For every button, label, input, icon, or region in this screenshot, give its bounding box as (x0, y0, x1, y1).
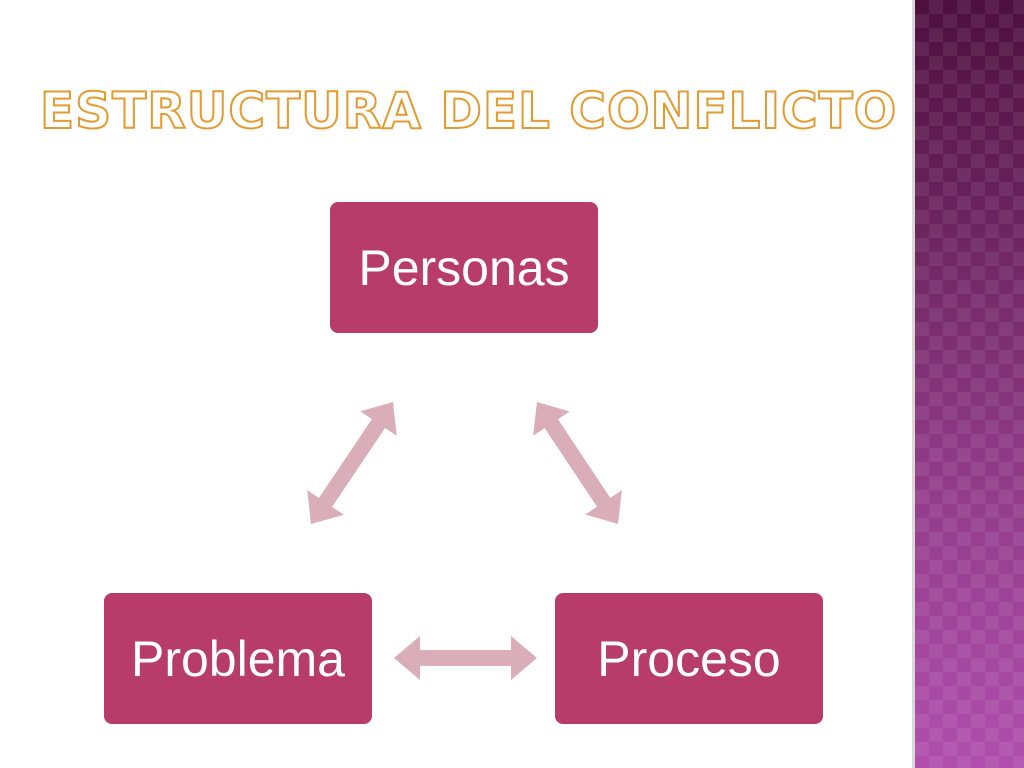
arrow-personas-proceso (533, 402, 622, 524)
node-personas: Personas (330, 202, 598, 333)
node-problema: Problema (104, 593, 372, 724)
arrow-problema-personas (307, 402, 397, 524)
decorative-side-band (912, 0, 1024, 768)
arrow-proceso-problema (394, 636, 537, 680)
node-proceso: Proceso (555, 593, 823, 724)
slide-title: ESTRUCTURA DEL CONFLICTO (39, 82, 898, 140)
